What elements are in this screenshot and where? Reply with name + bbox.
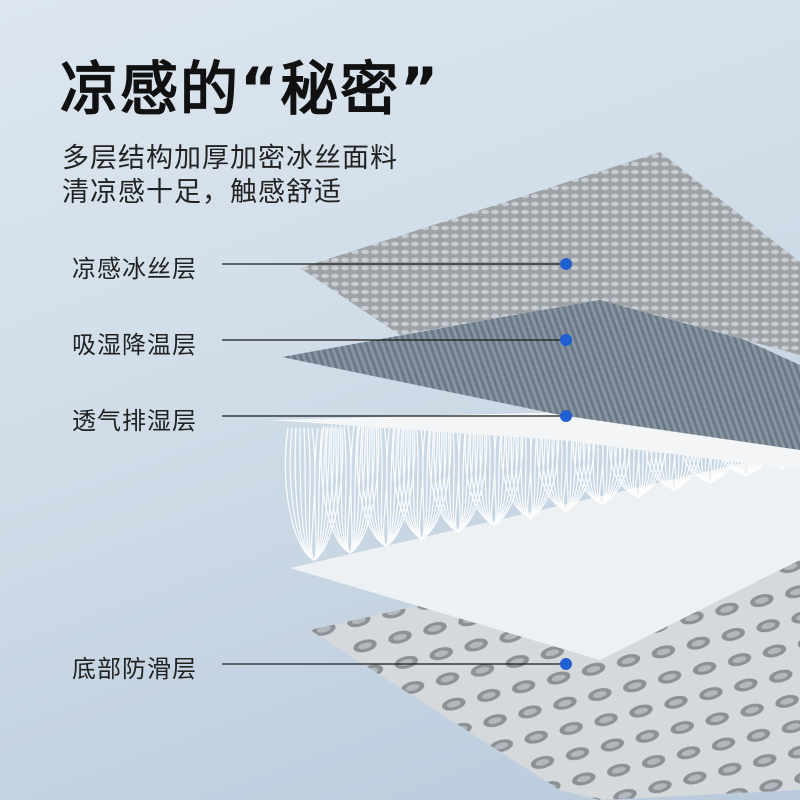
subtitle-line-2: 清凉感十足，触感舒适 xyxy=(62,177,342,208)
breathable-layer-fibers xyxy=(284,401,800,562)
subtitle-line-1: 多层结构加厚加密冰丝面料 xyxy=(62,143,398,174)
layer-markers xyxy=(560,258,572,670)
layer-label-wicking: 吸湿降温层 xyxy=(72,331,197,359)
leader-lines xyxy=(222,263,566,665)
layer-label-anti-slip: 底部防滑层 xyxy=(72,655,197,683)
marker-dot xyxy=(560,410,572,422)
marker-dot xyxy=(560,658,572,670)
layer-label-breathable: 透气排湿层 xyxy=(72,407,197,435)
marker-dot xyxy=(560,258,572,270)
page-title: 凉感的“秘密” xyxy=(60,55,441,123)
breathable-layer-base xyxy=(290,450,800,660)
ice-silk-layer-sheet xyxy=(300,152,800,355)
wicking-layer-sheet xyxy=(282,292,800,450)
layer-label-ice-silk: 凉感冰丝层 xyxy=(72,255,197,283)
marker-dot xyxy=(560,334,572,346)
